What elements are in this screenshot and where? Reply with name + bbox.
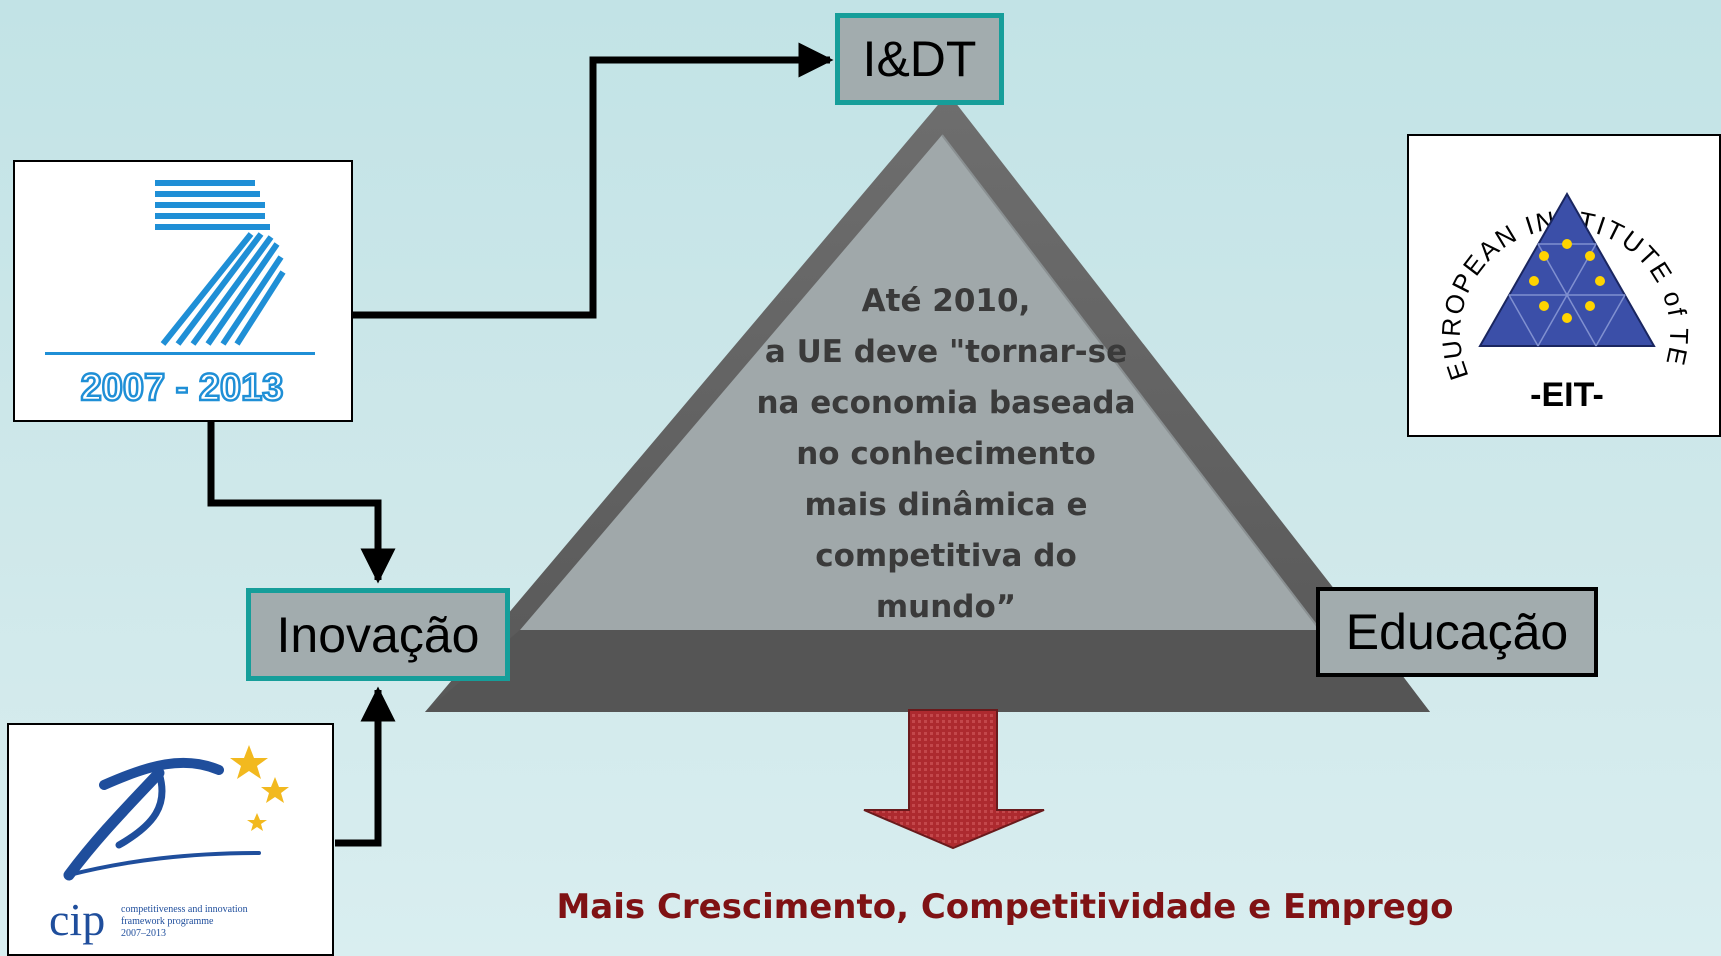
connector-cip-to-inovacao	[335, 686, 396, 847]
node-idt: I&DT	[835, 13, 1004, 105]
cip-runner-icon: cip competitiveness and innovation frame…	[49, 745, 289, 945]
center-quote-line: no conhecimento	[796, 436, 1096, 472]
node-educacao-label: Educação	[1345, 604, 1569, 660]
node-inovacao-label: Inovação	[276, 606, 480, 663]
eit-logo: EUROPEAN INSTITUTE of TECHNOLOGY -EIT-	[1407, 134, 1721, 437]
triangle-inner	[520, 135, 1320, 630]
triangle-bottom-edge	[425, 630, 1430, 712]
cip-line2: framework programme	[121, 916, 214, 927]
connector-fp7-to-idt	[352, 42, 834, 319]
fp7-years: 2007 - 2013	[81, 367, 284, 409]
conclusion-text: Mais Crescimento, Competitividade e Empr…	[556, 887, 1454, 927]
eit-abbrev: -EIT-	[1530, 376, 1604, 414]
center-quote-line: na economia baseada	[756, 385, 1136, 421]
fp7-logo: 2007 - 2013	[13, 160, 353, 422]
node-idt-label: I&DT	[862, 31, 977, 87]
cip-abbrev: cip	[49, 894, 105, 945]
center-quote: Até 2010, a UE deve "tornar-se na econom…	[716, 276, 1176, 633]
cip-line1: competitiveness and innovation	[121, 904, 248, 915]
fp7-logo-icon: 2007 - 2013	[45, 180, 315, 410]
cip-logo: cip competitiveness and innovation frame…	[7, 723, 334, 956]
star-icon	[230, 745, 289, 831]
center-quote-line: competitiva do	[815, 538, 1077, 574]
star-icon	[1529, 239, 1605, 323]
center-quote-line: Até 2010,	[861, 283, 1031, 319]
connector-fp7-to-inovacao	[207, 422, 396, 584]
center-quote-line: mundo”	[875, 589, 1017, 625]
eit-triangle-icon: EUROPEAN INSTITUTE of TECHNOLOGY -EIT-	[1409, 136, 1692, 414]
down-arrow-icon	[863, 709, 1045, 850]
center-quote-line: a UE deve "tornar-se	[764, 334, 1128, 370]
node-inovacao: Inovação	[246, 588, 510, 681]
cip-line3: 2007–2013	[121, 928, 166, 939]
center-quote-line: mais dinâmica e	[804, 487, 1088, 523]
node-educacao: Educação	[1316, 587, 1598, 677]
triangle	[425, 93, 1430, 712]
